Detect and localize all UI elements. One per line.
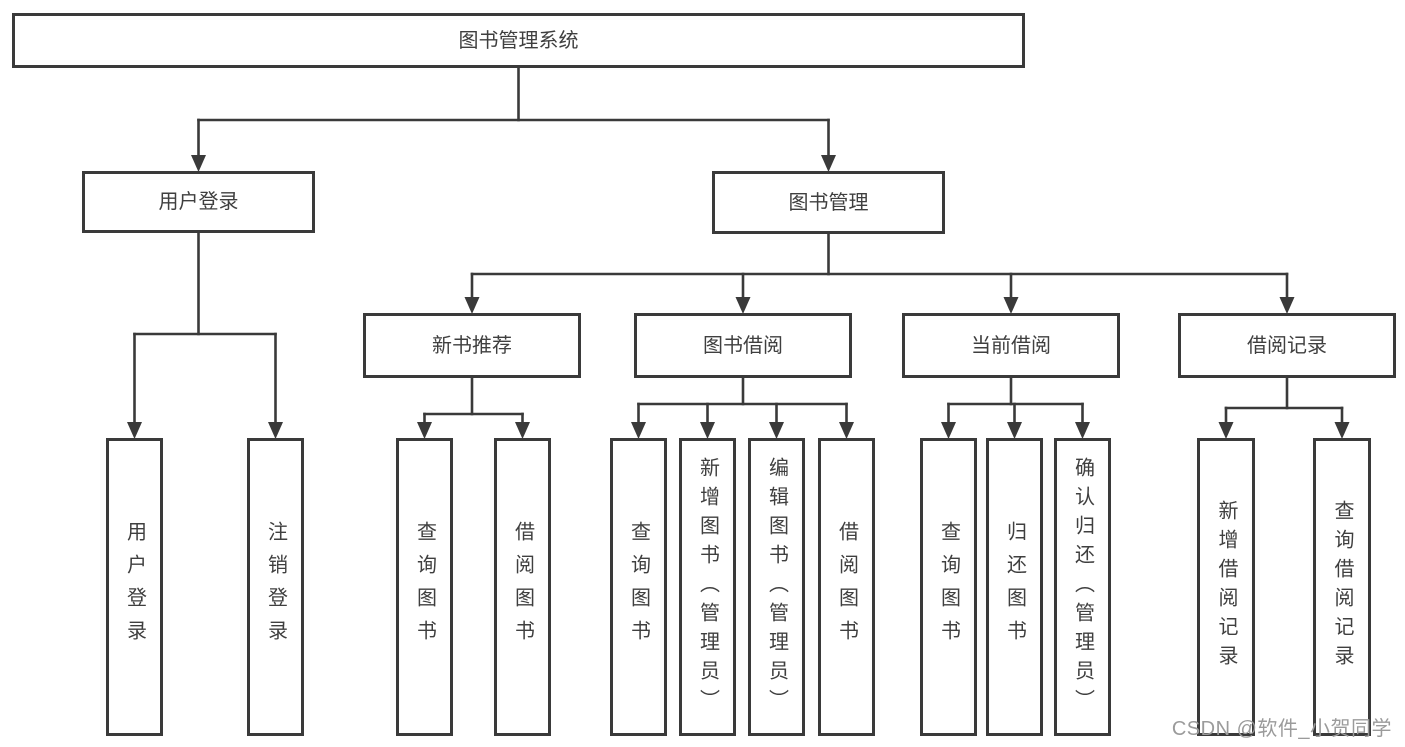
node-cb-query-book: 查询图书 [920, 438, 977, 736]
node-bb-add-book: 新增图书（管理员） [679, 438, 736, 736]
node-label: 确认归还（管理员） [1071, 456, 1094, 718]
node-bb-edit-book: 编辑图书（管理员） [748, 438, 805, 736]
node-label: 查询图书 [627, 521, 650, 653]
node-book-mgmt: 图书管理 [712, 171, 945, 234]
node-label: 查询图书 [937, 521, 960, 653]
node-borrow-records: 借阅记录 [1178, 313, 1396, 378]
node-label: 新书推荐 [432, 334, 512, 357]
node-label: 图书借阅 [703, 334, 783, 357]
node-label: 归还图书 [1003, 521, 1026, 653]
watermark: CSDN @软件_小贺同学 [1171, 718, 1392, 740]
node-br-add-record: 新增借阅记录 [1197, 438, 1255, 736]
node-nbr-query-book: 查询图书 [396, 438, 453, 736]
node-label: 当前借阅 [971, 334, 1051, 357]
node-label: 借阅图书 [835, 521, 858, 653]
node-label: 用户登录 [123, 521, 146, 653]
node-cb-confirm-return: 确认归还（管理员） [1054, 438, 1111, 736]
node-book-borrow: 图书借阅 [634, 313, 852, 378]
node-label: 借阅图书 [511, 521, 534, 653]
node-label: 查询借阅记录 [1331, 500, 1353, 674]
node-label: 新增图书（管理员） [696, 456, 719, 718]
node-user-login: 用户登录 [82, 171, 315, 233]
node-cb-return-book: 归还图书 [986, 438, 1043, 736]
node-login: 用户登录 [106, 438, 163, 736]
node-label: 编辑图书（管理员） [765, 456, 788, 718]
node-new-book-rec: 新书推荐 [363, 313, 581, 378]
node-br-query-record: 查询借阅记录 [1313, 438, 1371, 736]
node-bb-borrow-book: 借阅图书 [818, 438, 875, 736]
node-bb-query-book: 查询图书 [610, 438, 667, 736]
node-logout: 注销登录 [247, 438, 304, 736]
node-label: 新增借阅记录 [1215, 500, 1237, 674]
node-label: 注销登录 [264, 521, 287, 653]
node-label: 查询图书 [413, 521, 436, 653]
node-label: 用户登录 [158, 191, 239, 213]
node-root: 图书管理系统 [12, 13, 1025, 68]
node-current-borrow: 当前借阅 [902, 313, 1120, 378]
node-label: 借阅记录 [1247, 334, 1327, 357]
node-label: 图书管理系统 [458, 29, 579, 52]
node-label: 图书管理 [788, 191, 869, 214]
node-nbr-borrow-book: 借阅图书 [494, 438, 551, 736]
